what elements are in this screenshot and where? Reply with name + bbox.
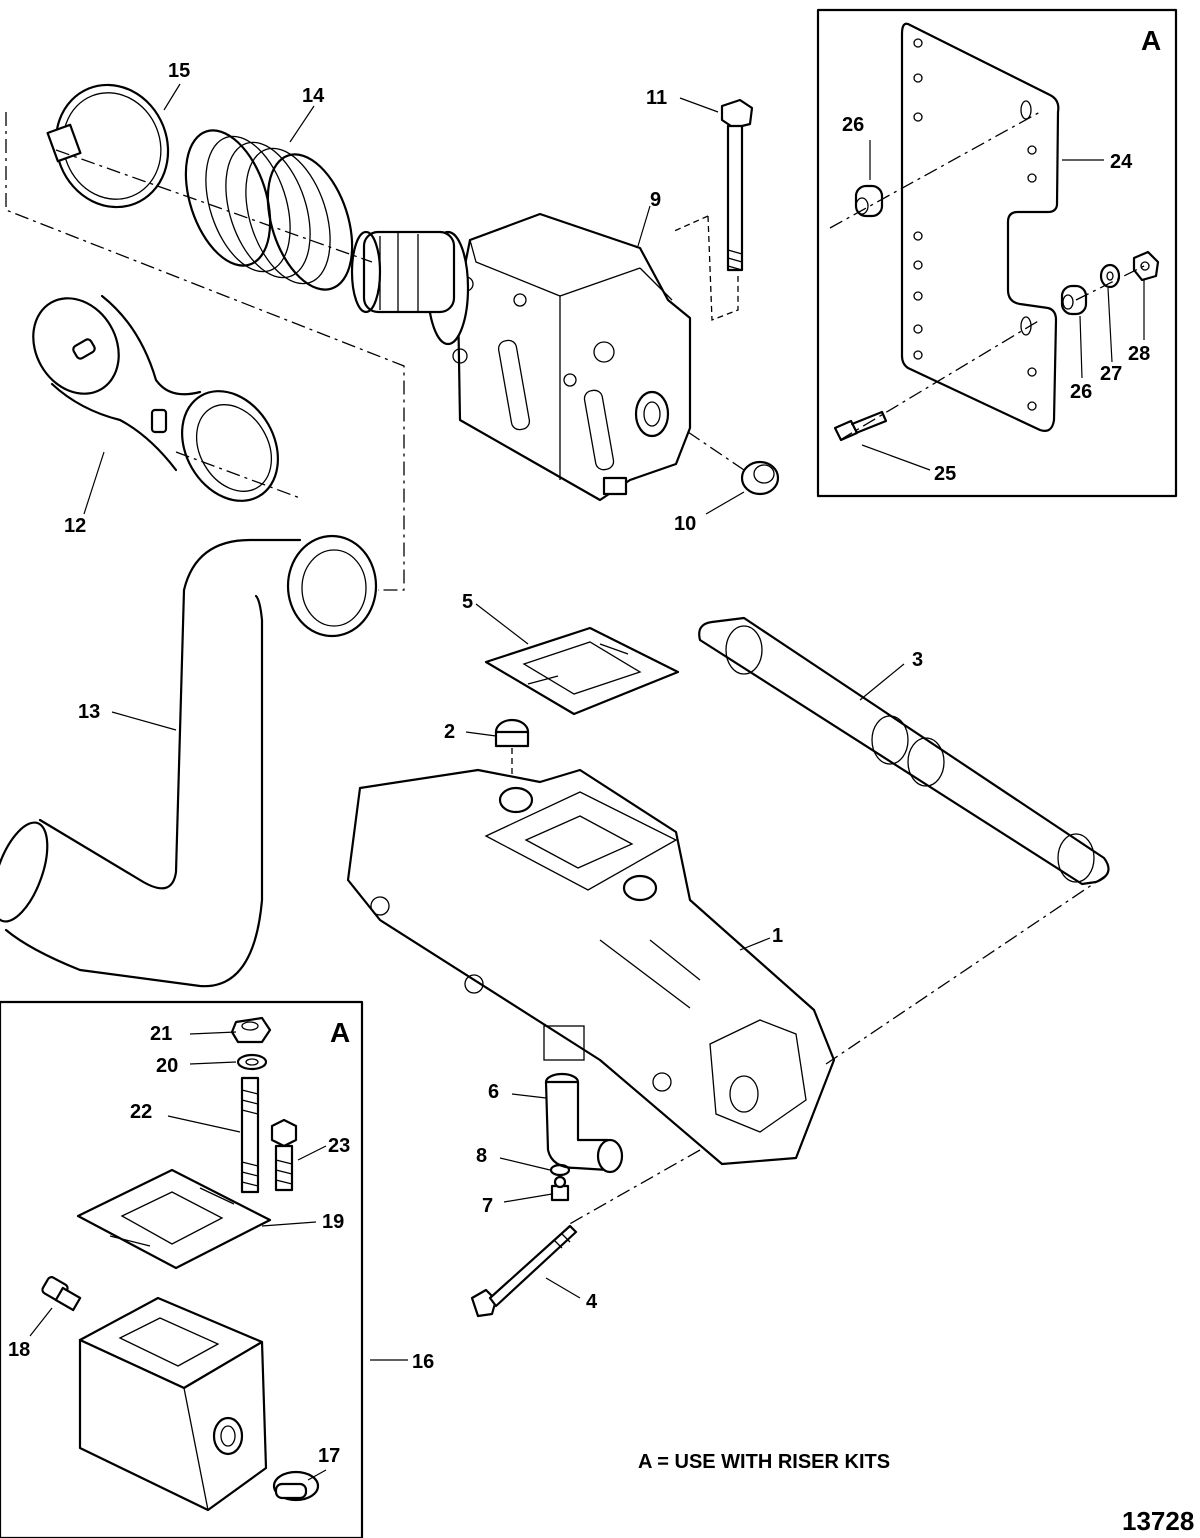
- callout-5: 5: [462, 591, 473, 613]
- riser-16: [78, 1296, 268, 1512]
- washer-20: [236, 1053, 268, 1071]
- callout-23: 23: [328, 1135, 350, 1157]
- clamp-15: [46, 83, 170, 209]
- callout-numbers: 15 14 11 9 10 12 13 5 3 2 1 6 8 7 4 26 2…: [8, 60, 1150, 1467]
- callout-1: 1: [772, 925, 783, 947]
- callout-18: 18: [8, 1339, 30, 1361]
- callout-6: 6: [488, 1081, 499, 1103]
- plug-18: [41, 1276, 82, 1312]
- hose-12: [32, 294, 279, 502]
- bolt-25: [833, 410, 888, 442]
- callout-7: 7: [482, 1195, 493, 1217]
- inset-letter-a-top: A: [1141, 25, 1161, 56]
- callout-27: 27: [1100, 363, 1122, 385]
- exhaust-elbow-9: [350, 212, 692, 502]
- bellows-hose-14: [184, 129, 354, 291]
- callout-20: 20: [156, 1055, 178, 1077]
- stud-22: [240, 1076, 260, 1194]
- callout-28: 28: [1128, 343, 1150, 365]
- bolt-11: [720, 98, 754, 272]
- inset-box-bottom-left: A: [0, 1000, 364, 1538]
- callout-26-lower: 26: [1070, 381, 1092, 403]
- callout-26-upper: 26: [842, 114, 864, 136]
- callout-17: 17: [318, 1445, 340, 1467]
- spacer-upper: [854, 184, 884, 218]
- callout-22: 22: [130, 1101, 152, 1123]
- inset-letter-a-bottom: A: [330, 1017, 350, 1048]
- callout-3: 3: [912, 649, 923, 671]
- riser-gasket-5: [484, 626, 680, 716]
- nut-28: [1132, 250, 1160, 282]
- inset-box-top-right: A: [816, 8, 1178, 498]
- plug-2: [494, 718, 530, 780]
- callout-9: 9: [650, 189, 661, 211]
- callout-13: 13: [78, 701, 100, 723]
- exhaust-manifold-1: [346, 768, 836, 1166]
- callout-8: 8: [476, 1145, 487, 1167]
- callout-16: 16: [412, 1351, 434, 1373]
- callout-4: 4: [586, 1291, 598, 1313]
- drain-valve-7: [550, 1175, 570, 1202]
- o-ring-8: [549, 1163, 571, 1177]
- callout-24: 24: [1110, 151, 1133, 173]
- callout-15: 15: [168, 60, 190, 82]
- callout-10: 10: [674, 513, 696, 535]
- elbow-fitting-6: [544, 1072, 624, 1174]
- manifold-gasket-3: [698, 616, 1110, 886]
- callout-2: 2: [444, 721, 455, 743]
- mounting-plate: [900, 22, 1060, 432]
- plug-10: [740, 460, 780, 496]
- figure-number: 13728: [1122, 1506, 1194, 1536]
- riser-gasket-19: [76, 1168, 272, 1270]
- callout-14: 14: [302, 85, 325, 107]
- nut-21: [230, 1016, 272, 1044]
- washer-27: [1099, 263, 1121, 289]
- leader-lines: [29, 83, 905, 1481]
- callout-11: 11: [646, 87, 667, 109]
- bolt-23: [270, 1118, 298, 1192]
- pipe-13: [0, 534, 378, 988]
- plug-17: [272, 1470, 320, 1502]
- bolt-4: [470, 1224, 578, 1318]
- callout-25: 25: [934, 463, 956, 485]
- callout-19: 19: [322, 1211, 344, 1233]
- callout-12: 12: [64, 515, 86, 537]
- spacer-lower: [1060, 284, 1088, 316]
- riser-kit-note: A = USE WITH RISER KITS: [638, 1451, 890, 1473]
- callout-21: 21: [150, 1023, 172, 1045]
